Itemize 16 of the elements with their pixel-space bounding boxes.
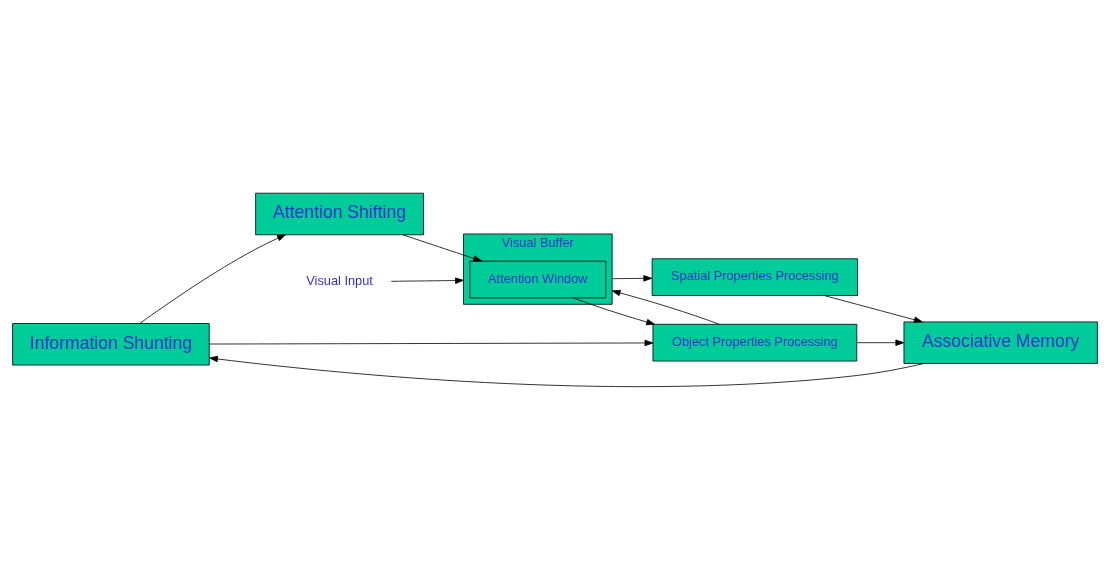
node-box: Attention Shifting (255, 192, 424, 236)
arrow (209, 355, 925, 387)
arrow (208, 339, 654, 347)
arrow (611, 289, 720, 325)
node-box: Information Shunting (12, 323, 210, 366)
arrow (402, 234, 483, 262)
node-box: Spatial Properties Processing (651, 258, 858, 296)
arrow (390, 277, 464, 284)
node-box: Object Properties Processing (652, 323, 858, 362)
arrow (139, 234, 286, 324)
arrow (856, 339, 905, 346)
node-box: Associative Memory (903, 321, 1098, 364)
arrow (611, 275, 653, 282)
node-text: Visual Input (306, 272, 373, 288)
node-box: Attention Window (469, 260, 607, 299)
arrow (823, 295, 923, 323)
